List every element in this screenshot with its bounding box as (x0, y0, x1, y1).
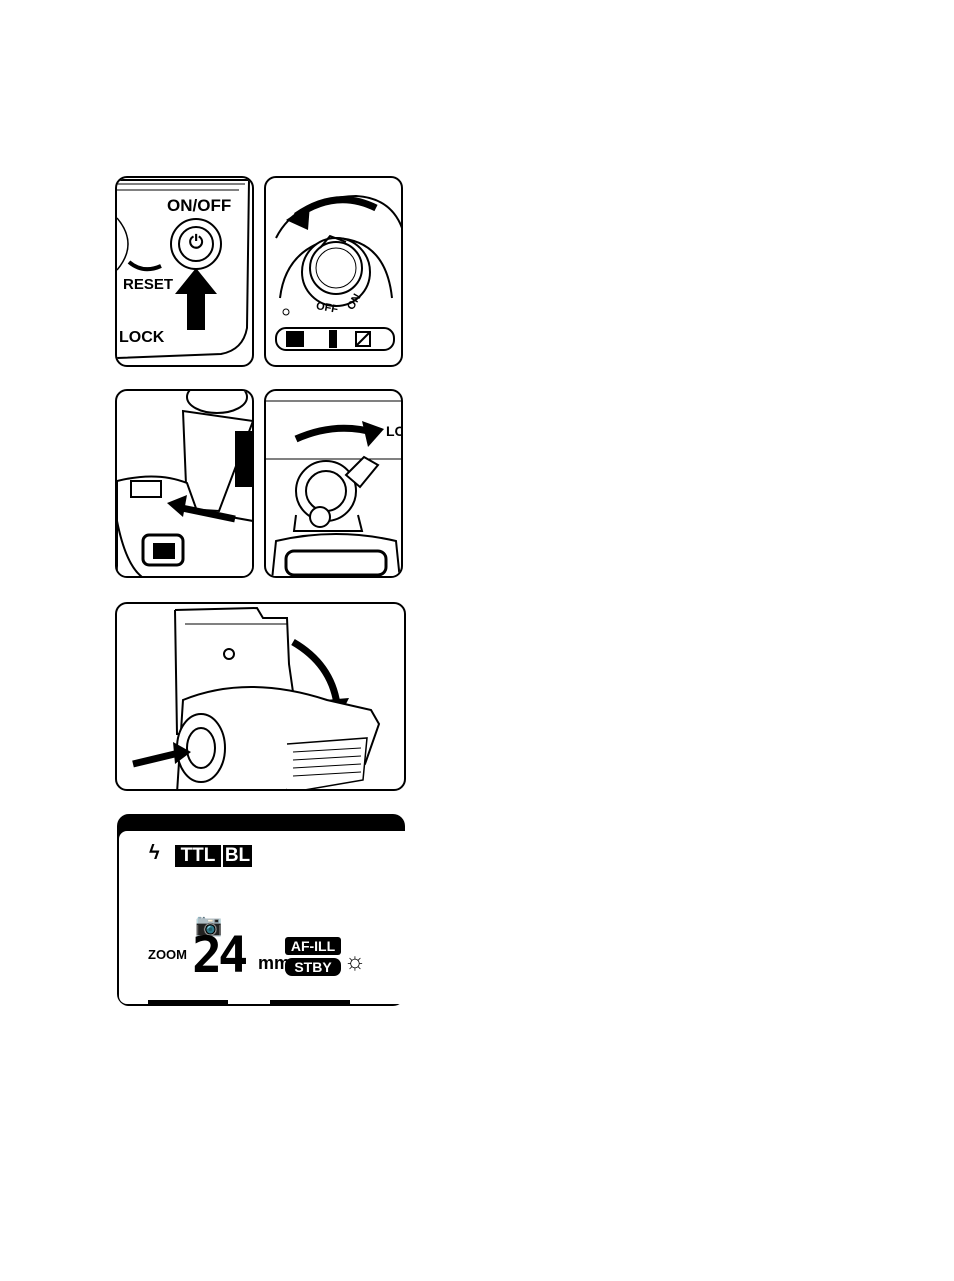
af-ill-badge: AF-ILL (285, 937, 341, 955)
arrow-up-icon (175, 268, 217, 330)
figure2-panel-b-lock-lever: LO (264, 389, 403, 578)
power-icon: ⏻ (189, 232, 203, 253)
lcd-bottom-bar-left (148, 1000, 228, 1004)
on-off-label: ON/OFF (167, 196, 231, 216)
stby-badge: STBY (285, 958, 341, 976)
lcd-display-screen (119, 831, 405, 1004)
figure2-panel-a-mount-flash (115, 389, 254, 578)
flash-bolt-icon: ϟ (149, 842, 160, 865)
flash-head-drawing (117, 604, 406, 791)
zoom-value: 24 (192, 930, 244, 980)
figure1-panel-b-power-dial: OFF ON (264, 176, 403, 367)
figure3-panel-flash-head (115, 602, 406, 791)
power-dial-drawing (266, 178, 403, 367)
mounting-flash-drawing (117, 391, 254, 578)
figure1-panel-a-power-button: ON/OFF ⏻ RESET LOCK (115, 176, 254, 367)
zoom-label: ZOOM (148, 947, 187, 962)
bl-badge: BL (223, 845, 252, 867)
rotate-right-arrow-icon (296, 428, 376, 439)
lcd-bottom-bar-right (270, 1000, 350, 1004)
ttl-badge: TTL (175, 845, 221, 867)
lock-label: LOCK (119, 329, 164, 347)
sun-icon: ☼ (344, 948, 366, 976)
reset-label: RESET (123, 276, 173, 293)
lock-direction-label: LO (386, 423, 403, 439)
lock-lever-drawing (266, 391, 403, 578)
